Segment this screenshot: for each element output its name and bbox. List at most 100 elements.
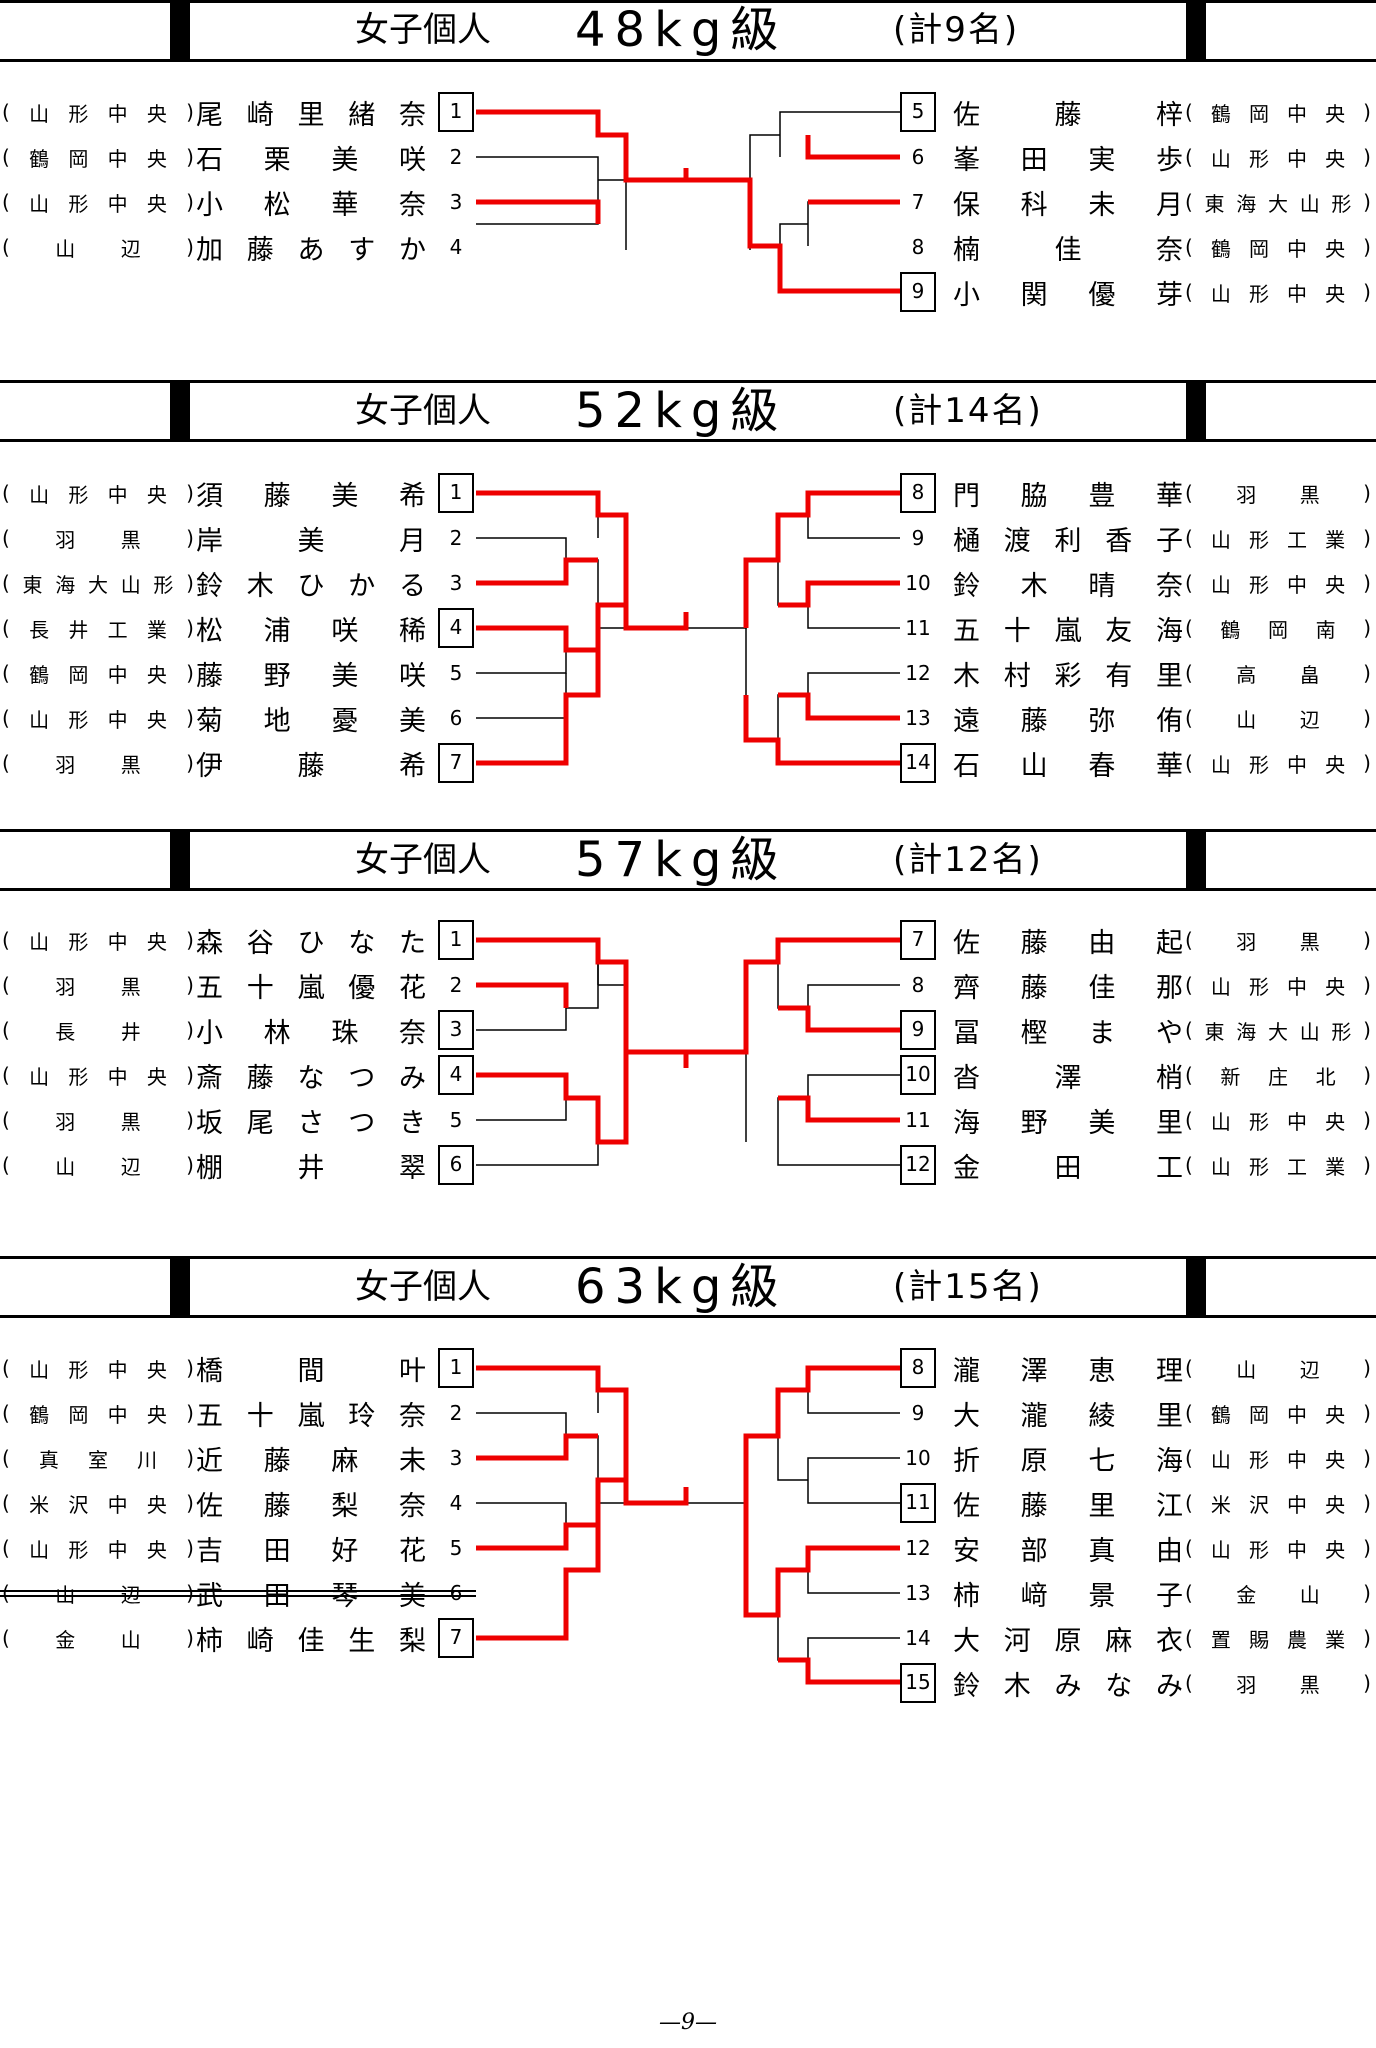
seed-number: 8 — [900, 1348, 936, 1388]
athlete-name: 五十嵐友海 — [953, 615, 1183, 647]
bracket-line — [598, 1052, 627, 1143]
header-right-bar — [1186, 829, 1206, 891]
winner-path — [805, 135, 900, 160]
athlete-name: 五十嵐優花 — [196, 972, 426, 1004]
school-name: (山形中央) — [1185, 1446, 1371, 1472]
bracket-line — [476, 1412, 567, 1458]
bracket-line — [476, 156, 599, 225]
seed-number: 7 — [911, 190, 925, 214]
athlete-name: 冨樫まや — [953, 1017, 1183, 1049]
winner-path — [778, 580, 900, 608]
seed-number: 8 — [900, 473, 936, 513]
winner-path — [476, 1477, 626, 1551]
category-label: 女子個人 — [355, 1267, 491, 1307]
seed-number: 6 — [911, 145, 925, 169]
school-name: (山形中央) — [1185, 145, 1371, 171]
seed-number: 7 — [438, 1618, 474, 1658]
seed-number: 13 — [905, 1581, 931, 1605]
seed-number: 14 — [900, 743, 936, 783]
winner-path — [743, 490, 900, 628]
athlete-name: 石栗美咲 — [196, 144, 426, 176]
bracket-line — [777, 1390, 808, 1481]
athlete-name: 石山春華 — [953, 750, 1183, 782]
school-name: (東海大山形) — [2, 571, 194, 597]
school-name: (鶴岡中央) — [1185, 100, 1371, 126]
winner-path — [476, 937, 629, 1052]
header-bottom-rule — [0, 439, 1376, 442]
bracket-line — [566, 1435, 599, 1526]
header-bottom-rule — [0, 888, 1376, 891]
bracket-line — [777, 1570, 808, 1661]
seed-number: 5 — [900, 92, 936, 132]
header-left-bar — [170, 380, 190, 442]
winner-path — [743, 1503, 900, 1618]
school-name: (長井工業) — [2, 616, 194, 642]
bracket-line — [779, 111, 900, 157]
school-name: (鶴岡中央) — [1185, 1401, 1371, 1427]
seed-number: 8 — [911, 973, 925, 997]
seed-number: 11 — [900, 1483, 936, 1523]
athlete-name: 沓澤梢 — [953, 1062, 1183, 1094]
bracket-line — [777, 1097, 900, 1166]
athlete-name: 加藤あすか — [196, 234, 426, 266]
athlete-name: 瀧澤恵理 — [953, 1355, 1183, 1387]
winner-path — [778, 1005, 900, 1033]
winner-path — [778, 1657, 900, 1685]
header-top-rule — [0, 1256, 1376, 1259]
winner-path — [476, 1049, 689, 1145]
bracket-line — [476, 492, 599, 538]
entrant-total-label: (計12名) — [893, 840, 1043, 880]
winner-path — [743, 695, 900, 766]
strikethrough-line — [0, 1595, 476, 1597]
bracket-line — [807, 1548, 900, 1594]
seed-number: 3 — [449, 190, 463, 214]
athlete-name: 菊地憂美 — [196, 705, 426, 737]
athlete-name: 柿崎佳生梨 — [196, 1625, 426, 1657]
school-name: (山形中央) — [2, 1356, 194, 1382]
school-name: (山辺) — [2, 1581, 194, 1607]
bracket-line — [476, 1502, 567, 1548]
bracket-line — [686, 962, 747, 1053]
seed-number: 2 — [449, 526, 463, 550]
seed-number: 9 — [900, 1010, 936, 1050]
seed-number: 10 — [900, 1055, 936, 1095]
seed-number: 4 — [449, 1491, 463, 1515]
winner-path — [476, 602, 626, 653]
school-name: (金山) — [2, 1626, 194, 1652]
athlete-name: 楠佳奈 — [953, 234, 1183, 266]
athlete-name: 木村彩有里 — [953, 660, 1183, 692]
athlete-name: 遠藤弥侑 — [953, 705, 1183, 737]
header-bottom-rule — [0, 59, 1376, 62]
school-name: (鶴岡中央) — [2, 661, 194, 687]
school-name: (山形中央) — [2, 1536, 194, 1562]
weight-class-label: 52kg級 — [575, 383, 788, 439]
school-name: (山形中央) — [1185, 751, 1371, 777]
athlete-name: 折原七海 — [953, 1445, 1183, 1477]
school-name: (山形中央) — [1185, 1536, 1371, 1562]
athlete-name: 鈴木ひかる — [196, 570, 426, 602]
header-left-bar — [170, 829, 190, 891]
athlete-name: 保科未月 — [953, 189, 1183, 221]
seed-number: 5 — [449, 661, 463, 685]
seed-number: 3 — [438, 1010, 474, 1050]
school-name: (山形中央) — [1185, 1108, 1371, 1134]
athlete-name: 小林珠奈 — [196, 1017, 426, 1049]
athlete-name: 斎藤なつみ — [196, 1062, 426, 1094]
school-name: (山形工業) — [1185, 1153, 1371, 1179]
bracket-line — [777, 962, 808, 1009]
athlete-name: 峯田実歩 — [953, 144, 1183, 176]
header-left-bar — [170, 1256, 190, 1318]
winner-path — [476, 1365, 689, 1506]
bracket-line — [476, 537, 567, 583]
school-name: (金山) — [1185, 1581, 1371, 1607]
category-label: 女子個人 — [355, 391, 491, 431]
school-name: (山形中央) — [2, 190, 194, 216]
seed-number: 4 — [438, 1055, 474, 1095]
school-name: (山形中央) — [2, 481, 194, 507]
bracket-line — [686, 1436, 747, 1504]
seed-number: 5 — [449, 1536, 463, 1560]
athlete-name: 森谷ひなた — [196, 927, 426, 959]
winner-path — [778, 692, 900, 721]
bracket-line — [476, 1120, 599, 1166]
